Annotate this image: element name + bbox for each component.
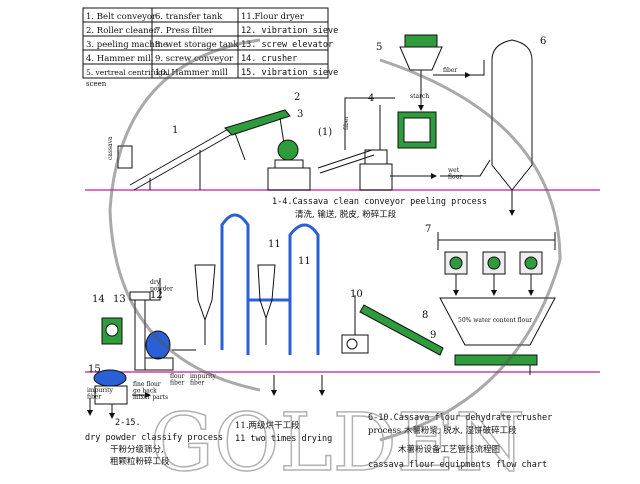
number-11a: 11 bbox=[268, 239, 281, 250]
caption-stage2-num: 2-15. bbox=[115, 418, 141, 428]
number-12: 12 bbox=[150, 290, 163, 301]
legend-10: 10. Hammer mill bbox=[155, 68, 228, 78]
legend-11: 11.Flour dryer bbox=[241, 12, 305, 22]
upper-process bbox=[117, 34, 533, 216]
legend-3: 3. peeling machine bbox=[86, 40, 168, 50]
label-paren-1: (1) bbox=[318, 127, 332, 138]
caption-stage3-cn: 11.两级烘干工段 bbox=[235, 420, 300, 431]
classify-process bbox=[87, 278, 196, 419]
caption-stage2-cn1: 干粉分级筛分, bbox=[110, 444, 164, 455]
crusher-14 bbox=[101, 317, 123, 345]
caption-stage4-en: 6-10.Cassava flour dehydrate crusher bbox=[368, 413, 552, 423]
peeling-machine-3 bbox=[267, 139, 311, 191]
number-4: 4 bbox=[368, 93, 374, 104]
belt-conveyor-1 bbox=[129, 127, 235, 191]
number-1: 1 bbox=[172, 125, 178, 136]
caption-stage4-mix: process 木薯粉浆, 脱水, 湿饼破碎工段 bbox=[368, 425, 517, 436]
caption-stage2-en: dry powder classify process bbox=[85, 433, 223, 443]
number-8: 8 bbox=[422, 310, 428, 321]
caption-stage1-cn: 清洗, 输送, 脱皮, 粉碎工段 bbox=[295, 209, 397, 220]
belt-conveyor-paren-1 bbox=[317, 149, 375, 174]
legend-6: 6. transfer tank bbox=[155, 12, 223, 22]
legend-8: 8. wet storage tank bbox=[155, 40, 239, 50]
label-fiber-1: fiber bbox=[343, 116, 350, 130]
vibration-sieve-12 bbox=[144, 330, 174, 371]
press-filter-7a bbox=[444, 251, 468, 296]
number-13: 13 bbox=[113, 294, 126, 305]
stage-captions: 1-4.Cassava clean conveyor peeling proce… bbox=[85, 197, 552, 470]
legend-12: 12. vibration sieve bbox=[241, 26, 338, 36]
caption-stage1-en: 1-4.Cassava clean conveyor peeling proce… bbox=[272, 197, 487, 207]
fiber-pipe bbox=[344, 97, 395, 150]
dewater-process bbox=[341, 232, 556, 375]
label-starch: starch bbox=[410, 93, 429, 100]
label-water-content: 50% water content flour bbox=[458, 317, 532, 324]
legend-15: 15. vibration sieve bbox=[241, 68, 338, 78]
label-cassava: cassava bbox=[107, 136, 114, 160]
watermark-text: GOLDEN bbox=[150, 396, 525, 480]
wet-storage-tank-8 bbox=[439, 297, 556, 346]
legend-overflow: sceen bbox=[86, 80, 107, 88]
floor-lines bbox=[85, 189, 600, 373]
legend-4: 4. Hammer mill bbox=[86, 54, 154, 64]
number-3: 3 bbox=[297, 109, 303, 120]
legend-13: 13. screw elevator bbox=[241, 40, 333, 50]
vibration-sieve-15 bbox=[87, 369, 151, 419]
transfer-tank-6 bbox=[440, 39, 533, 216]
number-6: 6 bbox=[540, 36, 546, 47]
caption-stage5-en: cassava flour equipments flow chart bbox=[368, 460, 547, 470]
legend-7: 7. Press filter bbox=[155, 26, 214, 36]
label-fiber-2: fiber bbox=[443, 67, 457, 74]
number-7: 7 bbox=[425, 224, 431, 235]
flour-dryer-11 bbox=[220, 213, 320, 355]
hammer-mill-4 bbox=[359, 105, 437, 191]
number-5: 5 bbox=[376, 42, 382, 53]
cyclones bbox=[194, 264, 325, 396]
number-14: 14 bbox=[92, 294, 105, 305]
caption-stage3-en: 11 two times drying bbox=[235, 434, 332, 444]
press-filter-7b bbox=[482, 251, 506, 296]
legend-1: 1. Belt conveyor bbox=[86, 12, 157, 22]
watermark: GOLDEN bbox=[108, 38, 562, 484]
number-11b: 11 bbox=[298, 256, 311, 267]
screw-elevator-10 bbox=[341, 295, 444, 356]
dryer-duct-a bbox=[220, 213, 250, 355]
press-filter-7c bbox=[519, 251, 543, 296]
legend-table: 1. Belt conveyor 6. transfer tank 11.Flo… bbox=[82, 7, 338, 88]
dryer-duct-b bbox=[288, 223, 320, 355]
legend-14: 14. crusher bbox=[241, 54, 297, 64]
screw-conveyor-9 bbox=[454, 354, 538, 375]
equipment-numbers: 1 2 3 4 5 6 7 8 9 10 11 11 12 13 14 15 bbox=[88, 36, 546, 375]
number-15: 15 bbox=[88, 364, 101, 375]
number-10: 10 bbox=[350, 289, 363, 300]
number-2: 2 bbox=[294, 92, 300, 103]
legend-5: 5. vertreal centrifugal bbox=[86, 68, 170, 77]
caption-stage2-cn2: 粗颗粒粉碎工段 bbox=[110, 456, 170, 467]
number-9: 9 bbox=[430, 330, 436, 341]
caption-stage5-cn: 木薯粉设备工艺管线流程图 bbox=[398, 444, 500, 455]
legend-2: 2. Roller cleaner bbox=[86, 26, 159, 36]
